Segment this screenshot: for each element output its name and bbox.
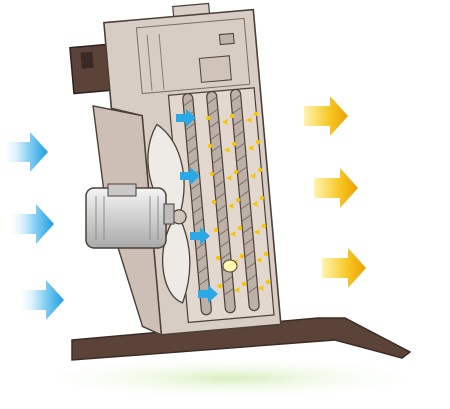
arrow-right-icon (176, 109, 196, 127)
sensor-bulb (222, 259, 238, 273)
arrow-right-icon (322, 248, 366, 288)
cold-air-inlet-arrows (2, 132, 64, 320)
arrow-right-icon (2, 132, 48, 172)
internal-air-arrows (176, 109, 218, 303)
heating-rod (182, 93, 212, 316)
arrow-right-icon (8, 204, 54, 244)
arrow-right-icon (198, 285, 218, 303)
base-plate (71, 317, 412, 361)
heater-housing (69, 2, 282, 336)
motor (85, 183, 175, 249)
hot-air-outlet-arrows (304, 96, 366, 288)
arrow-right-icon (314, 168, 358, 208)
arrow-right-icon (190, 227, 210, 245)
arrow-right-icon (304, 96, 348, 136)
arrow-right-icon (180, 167, 200, 185)
heat-dots (205, 111, 271, 289)
ground-shadow (25, 356, 435, 400)
arrow-right-icon (18, 280, 64, 320)
